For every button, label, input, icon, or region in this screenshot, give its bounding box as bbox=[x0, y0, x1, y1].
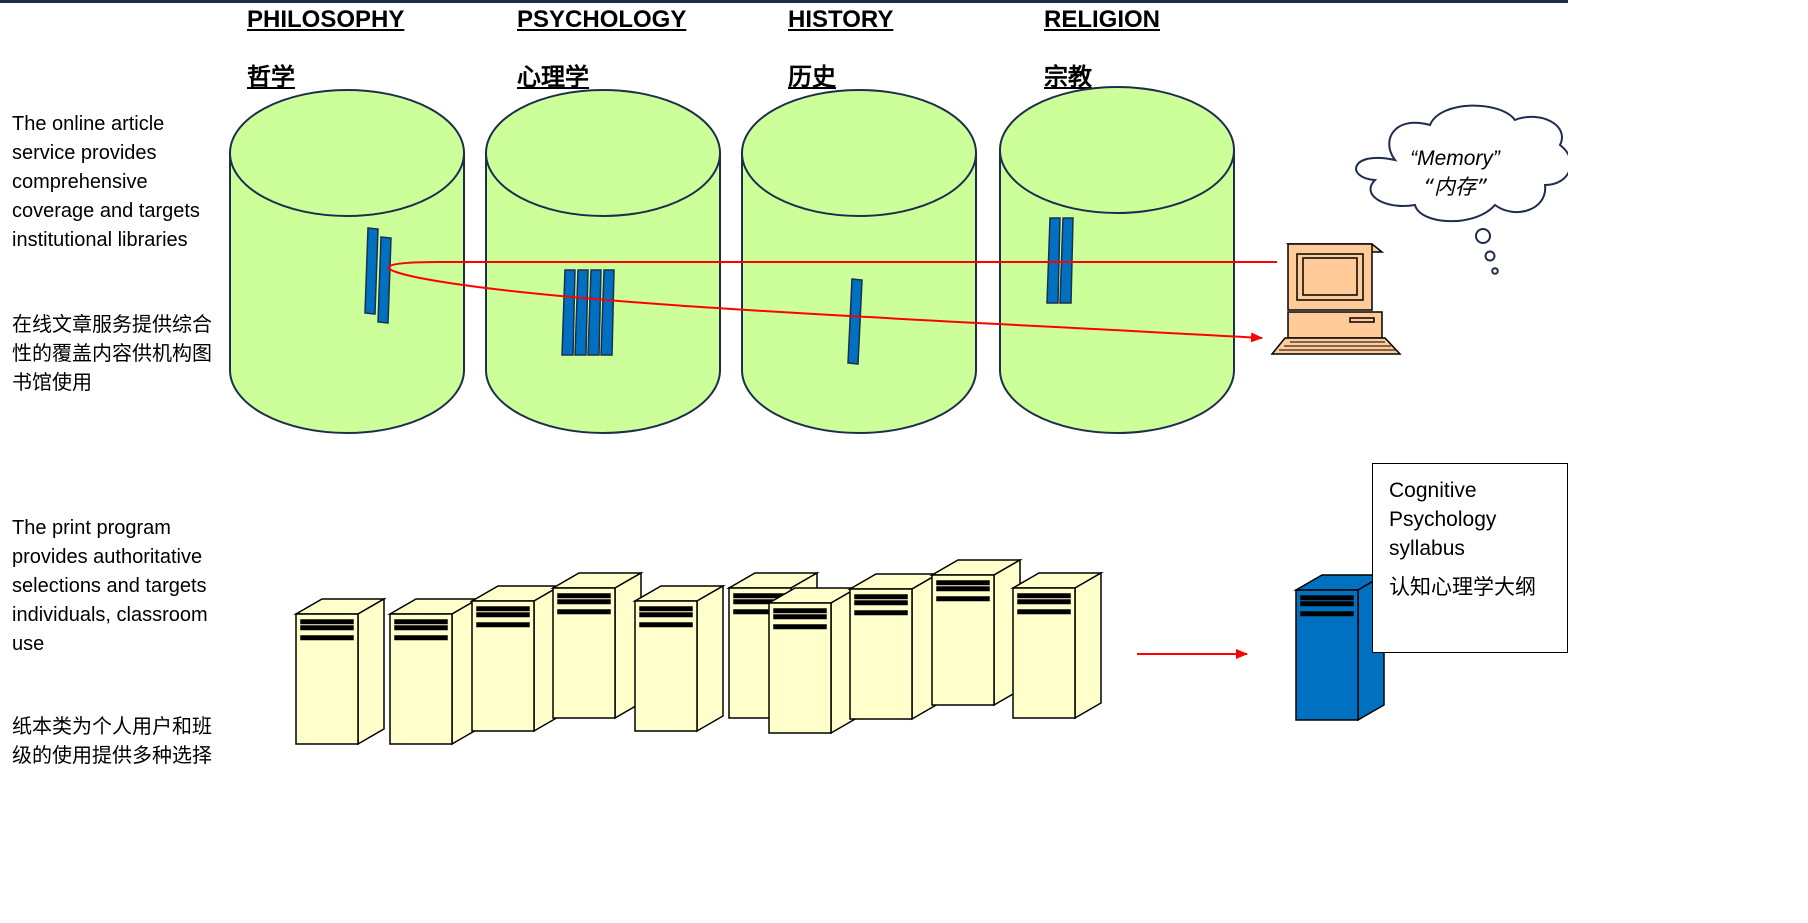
category-psychology-label: PSYCHOLOGY bbox=[517, 6, 687, 33]
category-history-zh-label: 历史 bbox=[788, 63, 836, 91]
article-strips-history bbox=[847, 278, 863, 365]
article-strips-philosophy bbox=[364, 227, 392, 324]
cylinder-history bbox=[741, 89, 977, 434]
cylinder-philosophy bbox=[229, 89, 465, 434]
selection-arrow-curve bbox=[387, 261, 1277, 343]
online-service-description-zh: 在线文章服务提供综合性的覆盖内容供机构图书馆使用 bbox=[12, 312, 212, 394]
diagram-canvas bbox=[229, 86, 1568, 746]
article-strips-religion bbox=[1046, 217, 1074, 304]
category-psychology-zh-label: 心理学 bbox=[517, 63, 589, 91]
category-philosophy-zh-label: 哲学 bbox=[247, 63, 295, 91]
category-religion-label: RELIGION bbox=[1044, 6, 1161, 33]
syllabus-label: Cognitive Psychology syllabus bbox=[1389, 479, 1497, 560]
cylinder-religion bbox=[999, 86, 1235, 434]
print-program-description: The print program provides authoritative… bbox=[12, 517, 208, 655]
target-server-tower bbox=[1293, 573, 1387, 722]
category-religion-zh-label: 宗教 bbox=[1044, 63, 1092, 91]
category-philosophy-label: PHILOSOPHY bbox=[247, 6, 405, 33]
desktop-computer-icon bbox=[1270, 243, 1402, 355]
category-history-label: HISTORY bbox=[788, 6, 894, 33]
server-tower bbox=[847, 572, 941, 721]
server-tower bbox=[1010, 571, 1104, 720]
syllabus-callout: Cognitive Psychology syllabus 认知心理学大纲 bbox=[1372, 463, 1568, 653]
print-program-description-zh: 纸本类为个人用户和班级的使用提供多种选择 bbox=[12, 714, 212, 767]
server-tower bbox=[929, 558, 1023, 707]
top-divider-line bbox=[0, 0, 1568, 3]
memory-zh-label: “内存” bbox=[1423, 175, 1487, 199]
online-service-description: The online article service provides comp… bbox=[12, 113, 200, 251]
server-tower bbox=[632, 584, 726, 733]
server-tower bbox=[766, 586, 860, 735]
server-tower bbox=[293, 597, 387, 746]
server-tower bbox=[550, 571, 644, 720]
server-tower bbox=[469, 584, 563, 733]
server-tower bbox=[387, 597, 481, 746]
memory-thought-cloud bbox=[1355, 104, 1568, 275]
syllabus-zh-label: 认知心理学大纲 bbox=[1389, 575, 1536, 599]
article-strips-psychology bbox=[561, 269, 615, 356]
memory-label: “Memory” bbox=[1410, 147, 1500, 170]
